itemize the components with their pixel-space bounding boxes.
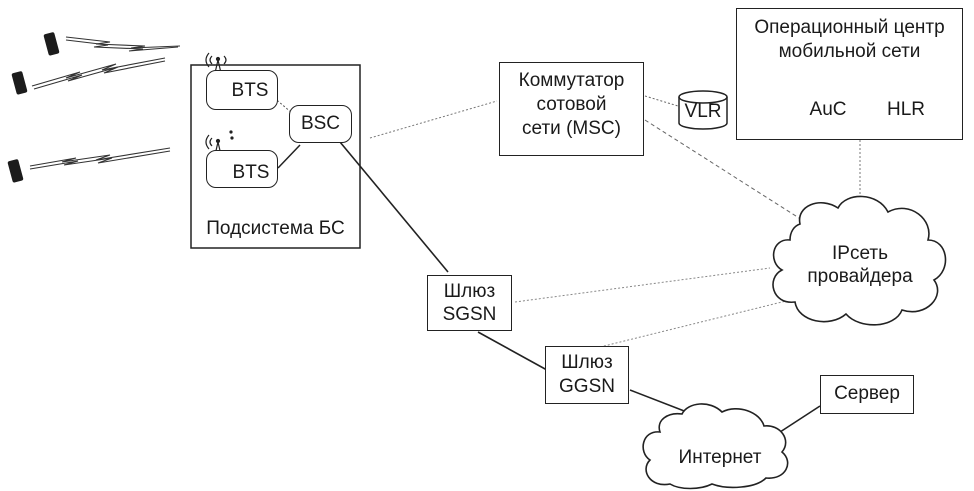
ggsn-ip-link <box>599 299 791 348</box>
ip-cloud-label-line1: IPсеть <box>832 243 888 264</box>
ip-network-cloud-icon <box>772 195 947 326</box>
mobile-phone-icon <box>11 71 28 95</box>
internet-label: Интернет <box>678 447 762 468</box>
internet-server-link <box>776 405 821 435</box>
bss-frame <box>190 64 361 249</box>
bsc-label: BSC <box>300 113 341 134</box>
msc-label-line2: сотовой <box>536 94 607 115</box>
bsc-msc-link <box>369 100 498 139</box>
internet-cloud-icon <box>642 403 789 490</box>
radio-link <box>29 147 171 170</box>
radio-link <box>31 57 166 90</box>
ggsn-label-line2: GGSN <box>559 376 615 397</box>
auc-label: AuC <box>809 99 847 120</box>
bss-caption: Подсистема БС <box>206 218 345 239</box>
omc-label-line1: Операционный центр <box>754 17 945 38</box>
omc-label-line2: мобильной сети <box>778 41 921 62</box>
ggsn-box <box>545 346 629 404</box>
msc-vlr-link <box>644 95 679 107</box>
omc-box <box>736 8 963 140</box>
bsc-sgsn-link <box>339 141 449 273</box>
msc-box <box>499 62 644 156</box>
msc-label-line1: Коммутатор <box>518 70 625 91</box>
msc-ip-link <box>644 119 811 226</box>
vlr-label: VLR <box>684 101 722 122</box>
sgsn-ggsn-link <box>477 331 557 376</box>
sgsn-box <box>427 275 512 331</box>
radio-link <box>65 36 181 52</box>
ip-cloud-label-line2: провайдера <box>807 266 913 287</box>
ggsn-internet-link <box>629 389 693 415</box>
bts-bsc-link <box>277 144 301 169</box>
server-label: Сервер <box>834 383 900 404</box>
ggsn-label-line1: Шлюз <box>561 352 613 373</box>
sgsn-label-line1: Шлюз <box>443 281 496 302</box>
sgsn-label-line2: SGSN <box>442 304 497 325</box>
vlr-database-icon <box>678 90 728 130</box>
hlr-label: HLR <box>886 99 925 120</box>
server-box <box>820 375 914 414</box>
msc-label-line3: сети (MSC) <box>522 118 621 139</box>
bts-bottom-box <box>206 150 278 188</box>
mobile-phone-icon <box>43 32 60 56</box>
bts-top-label: BTS <box>231 80 269 101</box>
mobile-phone-icon <box>7 159 24 183</box>
sgsn-ip-link <box>514 267 771 303</box>
bsc-box <box>289 105 352 143</box>
bts-top-box <box>206 70 278 110</box>
bts-bottom-label: BTS <box>232 162 270 183</box>
